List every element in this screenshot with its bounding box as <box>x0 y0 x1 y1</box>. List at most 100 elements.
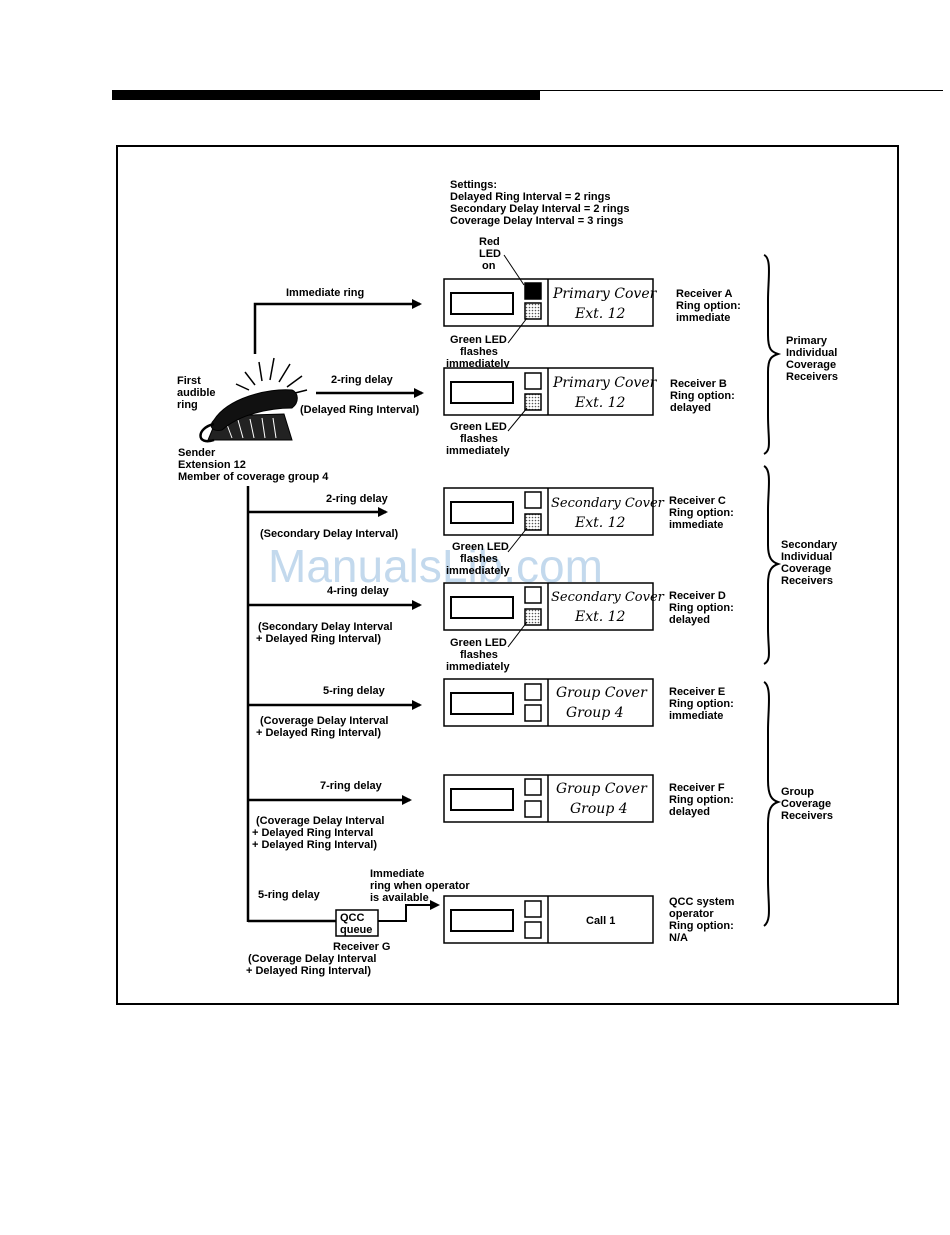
receiver-a-label-line-1: Primary Cover <box>552 286 658 302</box>
green-led-d-label-1: Green LED <box>450 637 507 649</box>
receiver-b-green-led <box>524 393 542 411</box>
header-thick-bar <box>112 90 540 100</box>
receiver-e-label-line-2: Group 4 <box>566 705 624 721</box>
path-c: 2-ring delay (Secondary Delay Interval) <box>248 493 399 540</box>
primary-group-label-4: Receivers <box>786 371 838 383</box>
path-d-sub-1: (Secondary Delay Interval <box>258 621 393 633</box>
sender-label-3: Member of coverage group 4 <box>178 471 329 483</box>
primary-group-label-3: Coverage <box>786 359 836 371</box>
receiver-a-phone: Primary Cover Ext. 12 <box>443 278 658 327</box>
receiver-e-name: Receiver E <box>669 686 725 698</box>
path-g-sub-2: + Delayed Ring Interval) <box>246 965 371 977</box>
path-f-sub-2: + Delayed Ring Interval <box>252 827 373 839</box>
green-led-b-label-3: immediately <box>446 445 510 457</box>
path-f-sub-1: (Coverage Delay Interval <box>256 815 384 827</box>
receiver-d-name: Receiver D <box>669 590 726 602</box>
receiver-e-option-label: Ring option: <box>669 698 734 710</box>
receiver-f-red-led <box>524 778 542 796</box>
telephone-icon <box>199 357 308 443</box>
green-led-c-label-1: Green LED <box>452 541 509 553</box>
receiver-b-label-line-2: Ext. 12 <box>574 395 626 411</box>
receiver-f-green-led <box>524 800 542 818</box>
path-c-label: 2-ring delay <box>326 493 389 505</box>
operator-console: Call 1 <box>443 895 654 944</box>
green-led-d-label-2: flashes <box>460 649 498 661</box>
group-coverage-label-2: Coverage <box>781 798 831 810</box>
receiver-a-label-line-2: Ext. 12 <box>574 306 626 322</box>
path-d-label: 4-ring delay <box>327 585 390 597</box>
receiver-f-label-line-1: Group Cover <box>556 781 648 797</box>
path-e-sub-1: (Coverage Delay Interval <box>260 715 388 727</box>
receiver-b-red-led <box>524 372 542 390</box>
path-e-label: 5-ring delay <box>323 685 386 697</box>
secondary-group-label-2: Individual <box>781 551 832 563</box>
red-led-pointer <box>503 254 525 286</box>
receiver-f-label-line-2: Group 4 <box>570 801 628 817</box>
receiver-d-green-led <box>524 608 542 626</box>
red-led-label-2: LED <box>479 248 501 260</box>
receiver-d-label-line-2: Ext. 12 <box>574 609 626 625</box>
receiver-a-display <box>450 292 514 315</box>
green-led-a-pointer <box>507 317 528 344</box>
path-a: Immediate ring <box>253 287 422 354</box>
path-b-label: 2-ring delay <box>331 374 394 386</box>
receiver-e-label-line-1: Group Cover <box>556 685 648 701</box>
path-g-label: 5-ring delay <box>258 889 321 901</box>
receiver-b-option-value: delayed <box>670 402 711 414</box>
path-f-sub-3: + Delayed Ring Interval) <box>252 839 377 851</box>
receiver-f-phone: Group Cover Group 4 <box>443 774 654 823</box>
sender-label-1: Sender <box>178 447 216 459</box>
receiver-e-red-led <box>524 683 542 701</box>
green-led-callout-b: Green LED flashes immediately <box>446 407 528 457</box>
qcc-queue-box <box>335 909 379 937</box>
receiver-e-option-value: immediate <box>669 710 723 722</box>
green-led-a-label-2: flashes <box>460 346 498 358</box>
secondary-group-brace <box>763 465 782 665</box>
first-ring-label-3: ring <box>177 399 198 411</box>
green-led-d-label-3: immediately <box>446 661 510 673</box>
receiver-d-red-led <box>524 586 542 604</box>
green-led-c-label-2: flashes <box>460 553 498 565</box>
diagram-frame <box>116 145 899 1005</box>
qcc-queue-label-2: queue <box>340 924 372 936</box>
receiver-c-phone: Secondary Cover Ext. 12 <box>443 487 665 536</box>
secondary-group-label-3: Coverage <box>781 563 831 575</box>
receiver-c-caption: Receiver C Ring option: immediate <box>669 495 734 531</box>
receiver-e-green-led <box>524 704 542 722</box>
green-led-callout-c: Green LED flashes immediately <box>446 527 528 577</box>
group-coverage-label-3: Receivers <box>781 810 833 822</box>
primary-group-brace <box>763 254 782 455</box>
receiver-c-green-led <box>524 513 542 531</box>
receiver-g-name: Receiver G <box>333 941 390 953</box>
green-led-d-pointer <box>507 621 528 648</box>
receiver-c-display <box>450 501 514 524</box>
secondary-group-label-1: Secondary <box>781 539 838 551</box>
receiver-b-label-line-1: Primary Cover <box>552 375 658 391</box>
path-g: QCC queue 5-ring delay Immediate ring wh… <box>246 868 470 977</box>
settings-line-1: Delayed Ring Interval = 2 rings <box>450 191 610 203</box>
group-coverage-label-1: Group <box>781 786 814 798</box>
green-led-callout-d: Green LED flashes immediately <box>446 621 528 673</box>
receiver-f-name: Receiver F <box>669 782 725 794</box>
first-ring-label-2: audible <box>177 387 216 399</box>
path-g-sub-1: (Coverage Delay Interval <box>248 953 376 965</box>
path-d: 4-ring delay (Secondary Delay Interval +… <box>248 585 422 645</box>
receiver-c-option-label: Ring option: <box>669 507 734 519</box>
receiver-d-display <box>450 596 514 619</box>
green-led-callout-a: Green LED flashes immediately <box>446 317 528 370</box>
receiver-d-phone: Secondary Cover Ext. 12 <box>443 582 665 631</box>
receiver-f-option-label: Ring option: <box>669 794 734 806</box>
primary-group-label-2: Individual <box>786 347 837 359</box>
green-led-b-label-1: Green LED <box>450 421 507 433</box>
receiver-c-name: Receiver C <box>669 495 726 507</box>
path-b: 2-ring delay (Delayed Ring Interval) <box>300 374 424 416</box>
receiver-a-red-led <box>524 282 542 300</box>
receiver-d-label-line-1: Secondary Cover <box>551 590 665 605</box>
operator-caption-3: Ring option: <box>669 920 734 932</box>
group-coverage-brace <box>763 681 782 927</box>
green-led-b-label-2: flashes <box>460 433 498 445</box>
operator-caption-1: QCC system <box>669 896 735 908</box>
red-led-callout: Red LED on <box>479 236 525 286</box>
sender-labels: First audible ring Sender Extension 12 M… <box>177 375 329 483</box>
